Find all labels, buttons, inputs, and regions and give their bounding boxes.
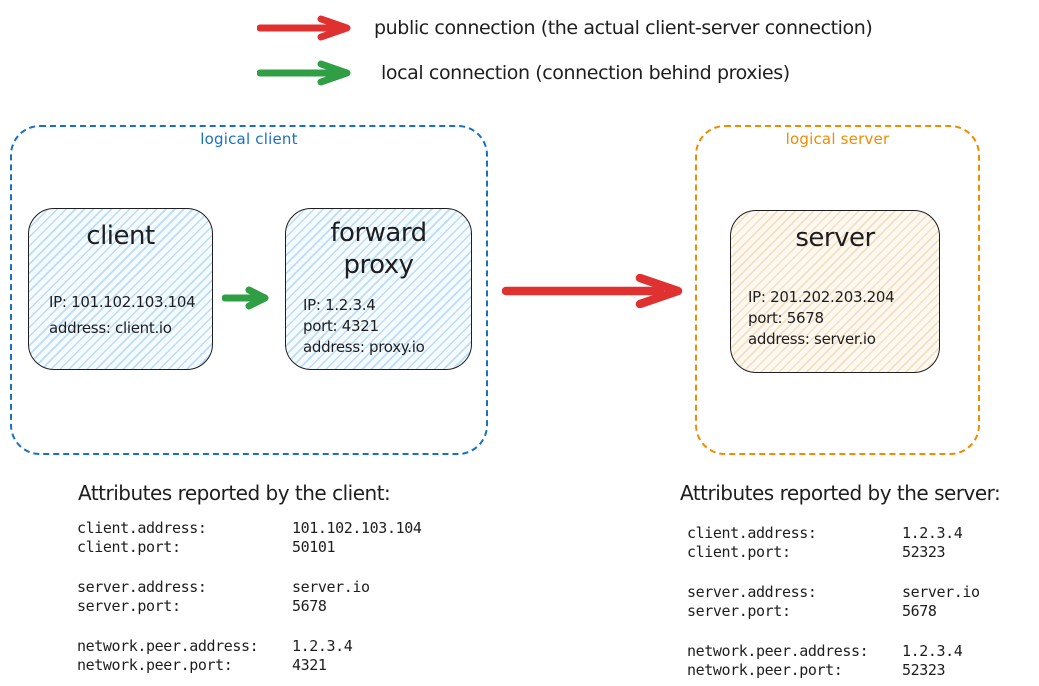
logical-client-group: logical client <box>10 125 488 455</box>
node-info-line: address: proxy.io <box>303 338 425 356</box>
attr-key: client.address: <box>687 524 817 542</box>
attr-group: server.address: server.io server.port: 5678 <box>77 578 421 616</box>
attr-row: server.port: 5678 <box>687 602 980 621</box>
public-connection-main-arrow-icon <box>502 274 688 308</box>
attr-key: server.port: <box>77 597 181 615</box>
public-connection-arrow-icon <box>257 15 355 41</box>
node-info-line: address: server.io <box>748 330 876 348</box>
public-connection-label: public connection (the actual client-ser… <box>374 17 873 39</box>
attr-row: client.address: 101.102.103.104 <box>77 519 422 538</box>
logical-client-label: logical client <box>200 130 298 148</box>
client-node: client IP: 101.102.103.104 address: clien… <box>28 208 213 370</box>
attr-value: 1.2.3.4 <box>902 524 963 542</box>
forward-proxy-node: forward proxy IP: 1.2.3.4 port: 4321 addre… <box>285 208 472 370</box>
attr-key: server.address: <box>687 583 817 601</box>
attr-value: 101.102.103.104 <box>292 519 422 537</box>
attr-row: server.address: server.io <box>77 578 421 597</box>
node-info-line: port: 5678 <box>748 309 824 327</box>
attr-row: client.address: 1.2.3.4 <box>687 524 980 543</box>
attr-value: 4321 <box>292 656 327 674</box>
logical-server-group: logical server <box>695 125 980 455</box>
client-node-title: client <box>86 221 155 251</box>
attr-key: network.peer.address: <box>687 642 869 660</box>
attr-key: server.port: <box>687 602 791 620</box>
node-info-line: port: 4321 <box>303 317 379 335</box>
attr-key: client.port: <box>687 543 791 561</box>
green-mid-arrow-strokes <box>222 286 269 310</box>
attr-value: 5678 <box>902 602 937 620</box>
attr-row: network.peer.port: 52323 <box>687 661 980 680</box>
attr-value: 5678 <box>292 597 327 615</box>
attr-group: server.address: server.io server.port: 5678 <box>687 583 980 621</box>
attr-key: network.peer.port: <box>77 656 233 674</box>
attr-value: 52323 <box>902 661 946 679</box>
attr-value: 1.2.3.4 <box>902 642 963 660</box>
attr-key: server.address: <box>77 578 207 596</box>
attr-value: 52323 <box>902 543 946 561</box>
attr-key: client.address: <box>77 519 207 537</box>
node-info-line: IP: 101.102.103.104 <box>49 293 196 311</box>
red-main-arrow-strokes <box>502 274 683 308</box>
logical-server-label: logical server <box>785 130 890 148</box>
attr-row: network.peer.address: 1.2.3.4 <box>687 642 980 661</box>
attr-row: server.address: server.io <box>687 583 980 602</box>
server-node-title: server <box>795 223 875 253</box>
green-arrow-strokes <box>257 60 351 86</box>
server-node: server IP: 201.202.203.204 port: 5678 addr… <box>730 210 940 373</box>
attr-group: client.address: 1.2.3.4 client.port: 52323 <box>687 524 980 562</box>
client-node-info: IP: 101.102.103.104 address: client.io <box>49 289 196 341</box>
attr-key: network.peer.port: <box>687 661 843 679</box>
attr-row: server.port: 5678 <box>77 597 421 616</box>
server-attributes-heading: Attributes reported by the server: <box>680 481 1001 505</box>
local-connection-arrow-icon <box>257 60 355 86</box>
attr-row: network.peer.address: 1.2.3.4 <box>77 637 421 656</box>
local-connection-mid-arrow-icon <box>222 286 270 310</box>
attr-row: client.port: 52323 <box>687 543 980 562</box>
attr-key: network.peer.address: <box>77 637 259 655</box>
forward-proxy-node-title: forward proxy <box>330 218 427 280</box>
attr-value: 50101 <box>292 538 336 556</box>
attr-key: client.port: <box>77 538 181 556</box>
node-info-line: IP: 201.202.203.204 <box>748 288 895 306</box>
red-arrow-strokes <box>257 15 351 41</box>
forward-proxy-node-info: IP: 1.2.3.4 port: 4321 address: proxy.io <box>303 295 425 358</box>
attr-row: network.peer.port: 4321 <box>77 656 421 675</box>
attr-row: client.port: 50101 <box>77 538 421 557</box>
node-info-line: IP: 1.2.3.4 <box>303 296 376 314</box>
server-node-info: IP: 201.202.203.204 port: 5678 address: se… <box>748 287 895 350</box>
local-connection-label: local connection (connection behind prox… <box>381 62 790 84</box>
attr-value: server.io <box>292 578 370 596</box>
client-attributes-heading: Attributes reported by the client: <box>78 481 391 505</box>
node-info-line: address: client.io <box>49 319 172 337</box>
attr-value: server.io <box>902 583 980 601</box>
attr-value: 1.2.3.4 <box>292 637 353 655</box>
